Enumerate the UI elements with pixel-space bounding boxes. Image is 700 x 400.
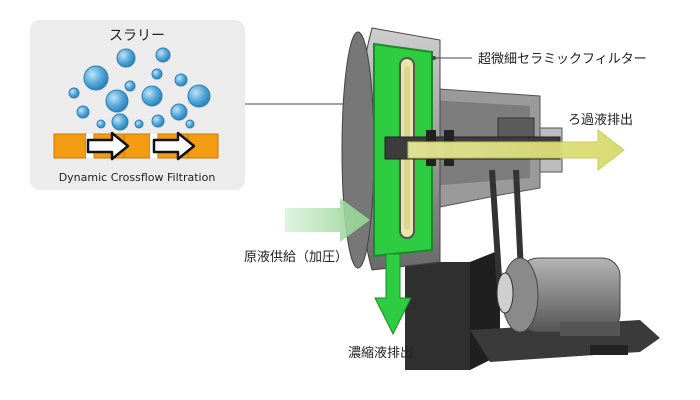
label-feed: 原液供給（加圧） — [244, 250, 348, 265]
particle — [124, 80, 136, 92]
inset-title: スラリー — [109, 28, 165, 44]
particle — [151, 68, 163, 80]
particle — [185, 119, 195, 129]
filter-media-strip — [53, 131, 219, 161]
particle — [174, 73, 188, 87]
particle — [83, 65, 109, 91]
particle — [96, 119, 106, 129]
label-filter: 超微細セラミックフィルター — [478, 52, 647, 67]
motor-pulley — [496, 272, 514, 314]
particle — [170, 103, 188, 121]
flow-arrow-icon — [152, 131, 196, 161]
particle — [155, 47, 171, 63]
leader-dot — [432, 56, 436, 60]
label-concentrate: 濃縮液排出 — [348, 345, 413, 361]
concentrate-arrow — [374, 253, 412, 336]
particle — [134, 119, 144, 129]
flow-arrow-icon — [86, 131, 130, 161]
particle — [76, 105, 90, 119]
particle — [116, 48, 136, 68]
particle — [111, 113, 129, 131]
particle — [105, 89, 129, 113]
particle — [151, 114, 165, 128]
feed-arrow — [285, 198, 370, 242]
motor-mount — [560, 322, 620, 336]
base-foot — [590, 345, 628, 355]
filtrate-arrow — [407, 128, 625, 172]
slurry-particles — [68, 47, 211, 131]
pedestal — [405, 262, 470, 370]
inset-caption: Dynamic Crossflow Filtration — [59, 171, 216, 184]
label-filtrate: ろ過液排出 — [568, 113, 633, 128]
drive-belt — [489, 169, 503, 293]
filter-segment — [53, 133, 87, 159]
particle — [68, 87, 80, 99]
inset-panel: スラリー — [30, 20, 245, 190]
inset-background — [30, 20, 245, 190]
particle — [187, 84, 211, 108]
particle — [141, 85, 163, 107]
